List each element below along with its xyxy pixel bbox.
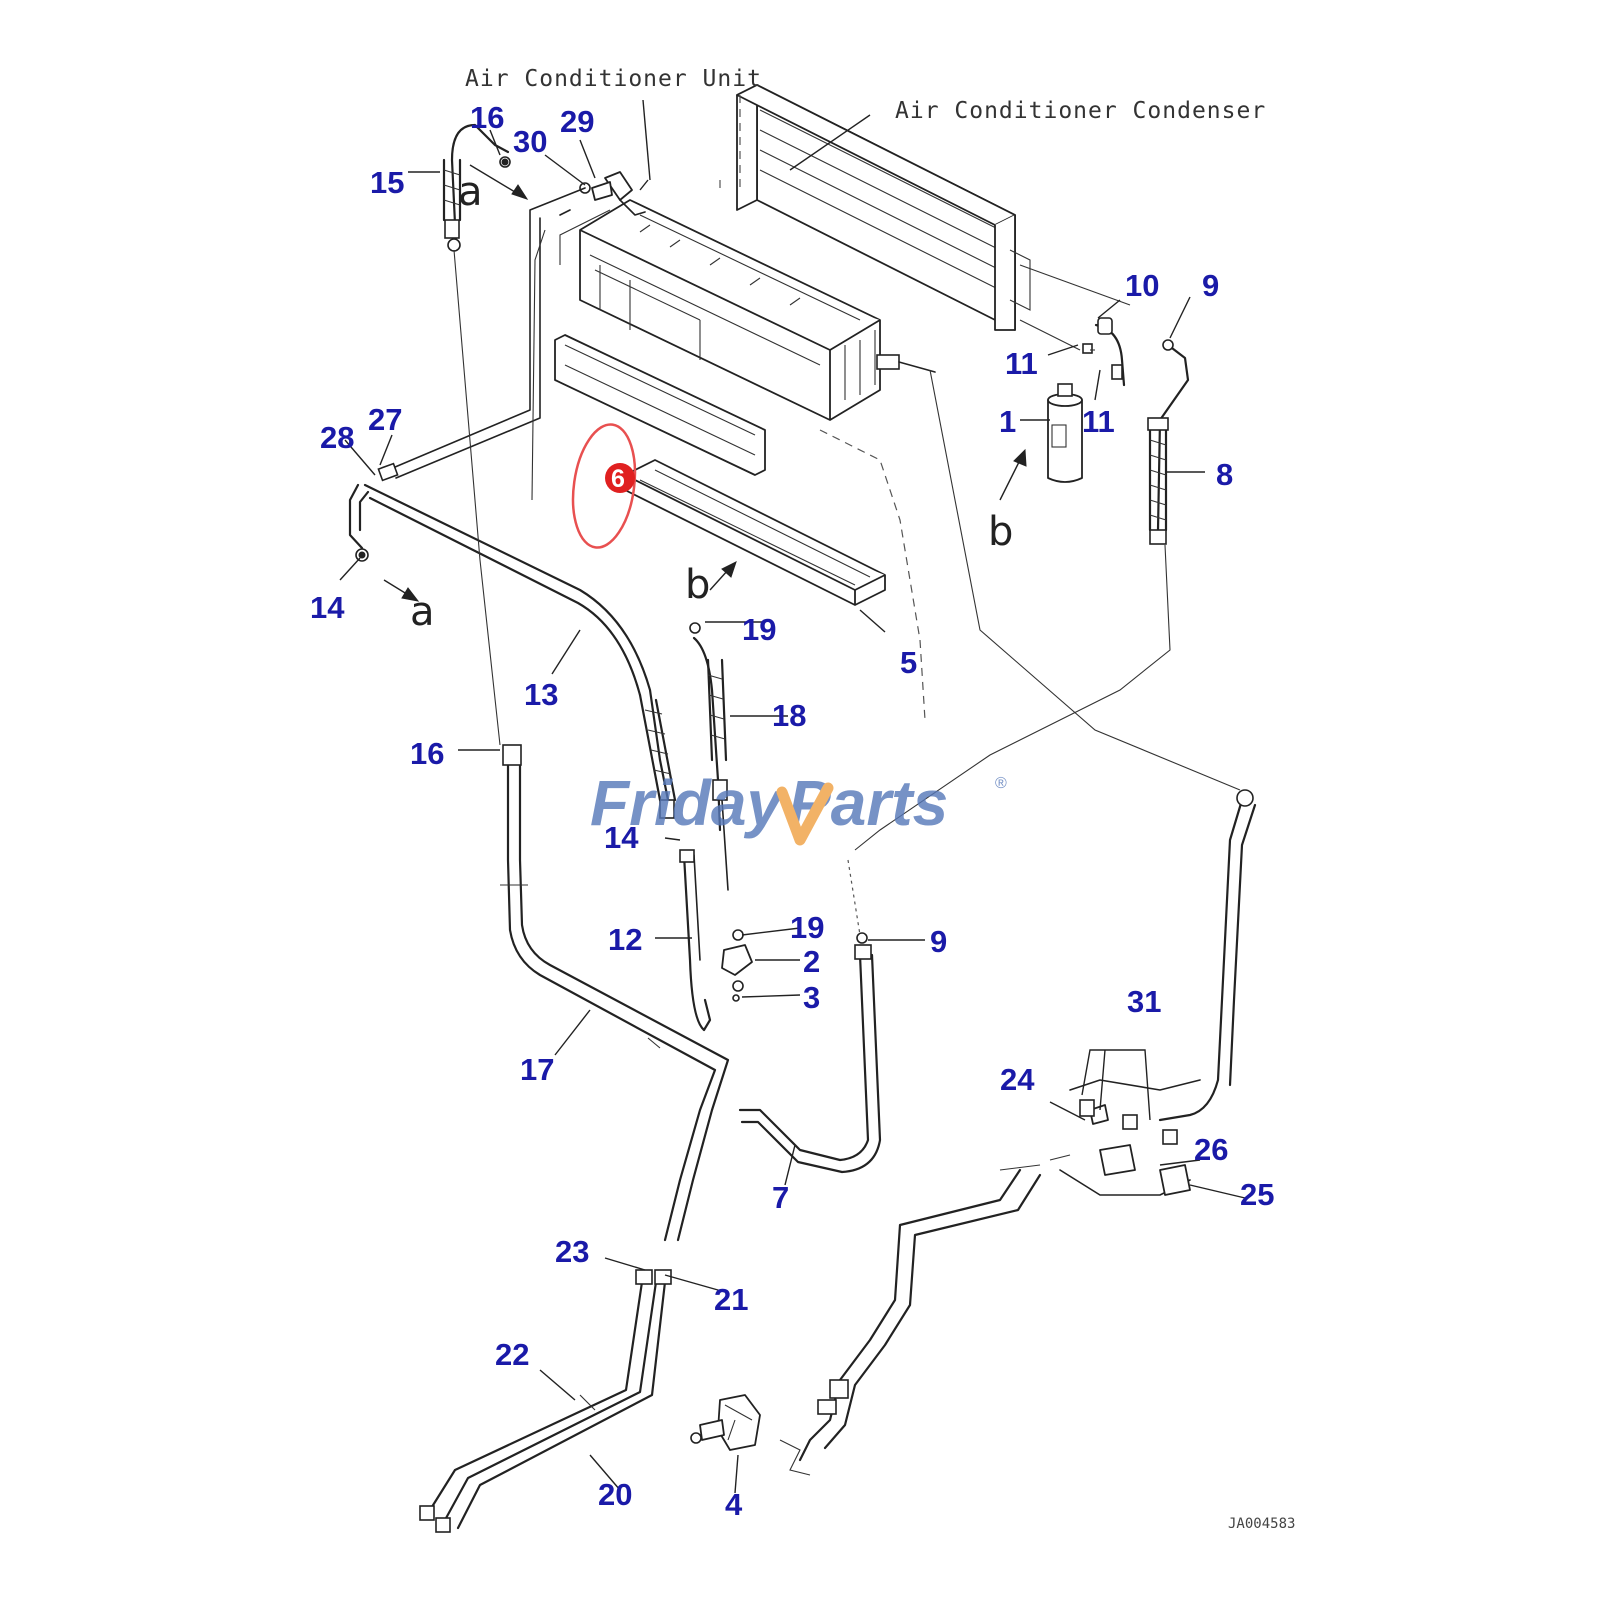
callout-19-bottom: 19 <box>790 910 824 945</box>
filter-frame-part-5 <box>624 459 886 606</box>
callout-27: 27 <box>368 402 402 437</box>
callout-8: 8 <box>1216 457 1233 492</box>
pipes-part-20-22 <box>419 1269 672 1533</box>
hose-part-8 <box>1147 339 1190 545</box>
callout-numbers: 16 29 30 15 10 9 11 1 11 8 27 28 14 13 1… <box>310 100 1274 1522</box>
connection-mark-a-top: a <box>458 169 483 215</box>
callout-26: 26 <box>1194 1132 1228 1167</box>
pipe-part-12 <box>679 849 712 1032</box>
highlight-badge-label: 6 <box>611 465 625 493</box>
highlight-badge <box>605 463 635 493</box>
callout-20: 20 <box>598 1477 632 1512</box>
drawing-code: JA004583 <box>1228 1516 1295 1532</box>
connection-mark-a-left: a <box>410 589 435 635</box>
callout-24: 24 <box>1000 1062 1035 1097</box>
callout-30: 30 <box>513 124 547 159</box>
fittings-part-29-30 <box>559 171 646 216</box>
callout-14-left: 14 <box>310 590 345 625</box>
callout-25: 25 <box>1240 1177 1274 1212</box>
hose-part-18 <box>689 622 729 891</box>
switch-part-4 <box>690 1394 761 1451</box>
connection-mark-b-filter: b <box>685 562 710 608</box>
leader-lines <box>339 99 1246 1494</box>
callout-3: 3 <box>803 980 820 1015</box>
callout-5: 5 <box>900 645 917 680</box>
watermark-friday: Friday <box>590 767 785 839</box>
label-air-conditioner-unit: Air Conditioner Unit <box>465 66 762 92</box>
label-air-conditioner-condenser: Air Conditioner Condenser <box>895 98 1266 124</box>
receiver-drier-part-1 <box>1047 317 1126 483</box>
compressor-hoses <box>779 789 1257 1476</box>
pipe-part-28 <box>348 187 586 562</box>
callout-22: 22 <box>495 1337 529 1372</box>
guide-lines <box>453 229 1241 936</box>
callout-9-bottom: 9 <box>930 924 947 959</box>
pipe-part-7 <box>738 932 882 1174</box>
callout-7: 7 <box>772 1180 789 1215</box>
connection-arrows: a a b b <box>383 164 1027 635</box>
callout-31: 31 <box>1127 984 1161 1019</box>
svg-text:FridayParts: FridayParts <box>590 767 948 839</box>
callout-4: 4 <box>725 1487 743 1522</box>
callout-29: 29 <box>560 104 594 139</box>
callout-16-top: 16 <box>470 100 504 135</box>
callout-2: 2 <box>803 944 820 979</box>
gasket-strip <box>554 334 766 476</box>
callout-12: 12 <box>608 922 642 957</box>
pipe-part-17 <box>500 744 730 1242</box>
callout-9-top: 9 <box>1202 268 1219 303</box>
callout-15: 15 <box>370 165 404 200</box>
air-conditioner-condenser <box>719 84 1031 331</box>
watermark-logo: FridayParts ® <box>590 767 1007 846</box>
watermark-reg: ® <box>995 775 1007 792</box>
callout-21: 21 <box>714 1282 748 1317</box>
callout-11-right: 11 <box>1082 404 1115 439</box>
callout-11-left: 11 <box>1005 346 1038 381</box>
callout-10: 10 <box>1125 268 1159 303</box>
highlight-part-6: 6 <box>571 423 637 549</box>
hose-part-15 <box>442 123 511 252</box>
valve-part-2 <box>721 929 753 1002</box>
pipe-part-13 <box>363 483 677 819</box>
callout-19-top: 19 <box>742 612 776 647</box>
callout-23: 23 <box>555 1234 589 1269</box>
connection-mark-b-receiver: b <box>988 509 1013 555</box>
callout-13: 13 <box>524 677 558 712</box>
callout-28: 28 <box>320 420 354 455</box>
air-conditioner-unit <box>559 199 936 421</box>
callout-1: 1 <box>999 404 1016 439</box>
callout-18: 18 <box>772 698 806 733</box>
callout-16-left: 16 <box>410 736 444 771</box>
callout-14-mid: 14 <box>604 820 639 855</box>
callout-17: 17 <box>520 1052 554 1087</box>
